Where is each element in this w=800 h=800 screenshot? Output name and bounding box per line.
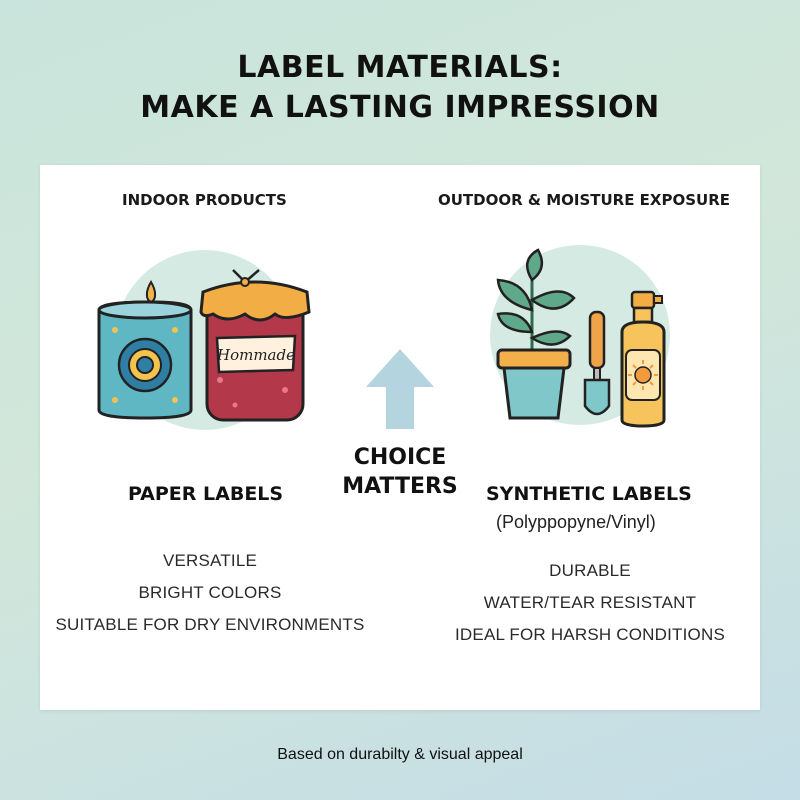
page-title: LABEL MATERIALS: MAKE A LASTING IMPRESSI… bbox=[0, 48, 800, 128]
candle-icon bbox=[97, 280, 193, 420]
indoor-illustration: Hommade bbox=[97, 250, 311, 430]
synthetic-features-list: DURABLE WATER/TEAR RESISTANT IDEAL FOR H… bbox=[440, 555, 740, 651]
synthetic-feature-item: WATER/TEAR RESISTANT bbox=[483, 593, 697, 612]
footer-note: Based on durabilty & visual appeal bbox=[277, 746, 523, 763]
comparison-card: INDOOR PRODUCTS Hommade bbox=[40, 165, 760, 710]
synthetic-labels-subtitle: (Polyppopyne/Vinyl) bbox=[496, 512, 656, 532]
jam-jar-icon: Hommade bbox=[199, 269, 311, 422]
indoor-products-heading: INDOOR PRODUCTS bbox=[122, 191, 287, 209]
paper-feature-item: BRIGHT COLORS bbox=[138, 583, 282, 602]
center-line-2: MATTERS bbox=[342, 474, 458, 499]
center-line-1: CHOICE bbox=[353, 445, 447, 470]
paper-labels-title: PAPER LABELS bbox=[128, 483, 284, 505]
sun-icon bbox=[628, 360, 658, 390]
potted-plant-icon bbox=[496, 248, 576, 420]
outdoor-illustration bbox=[490, 245, 670, 428]
trowel-icon bbox=[583, 310, 611, 416]
synthetic-labels-title: SYNTHETIC LABELS bbox=[486, 483, 692, 505]
outdoor-moisture-heading: OUTDOOR & MOISTURE EXPOSURE bbox=[438, 191, 731, 209]
paper-feature-item: VERSATILE bbox=[162, 551, 258, 570]
up-arrow-icon bbox=[366, 349, 434, 429]
synthetic-feature-item: DURABLE bbox=[549, 561, 631, 580]
title-line-2: MAKE A LASTING IMPRESSION bbox=[140, 90, 660, 125]
paper-feature-item: SUITABLE FOR DRY ENVIRONMENTS bbox=[55, 615, 365, 634]
synthetic-feature-item: IDEAL FOR HARSH CONDITIONS bbox=[455, 625, 725, 644]
choice-matters-text: CHOICE MATTERS bbox=[330, 443, 470, 501]
spray-bottle-icon bbox=[620, 290, 666, 428]
title-line-1: LABEL MATERIALS: bbox=[237, 50, 563, 85]
jar-label-text: Hommade bbox=[216, 346, 295, 364]
paper-features-list: VERSATILE BRIGHT COLORS SUITABLE FOR DRY… bbox=[52, 545, 368, 641]
